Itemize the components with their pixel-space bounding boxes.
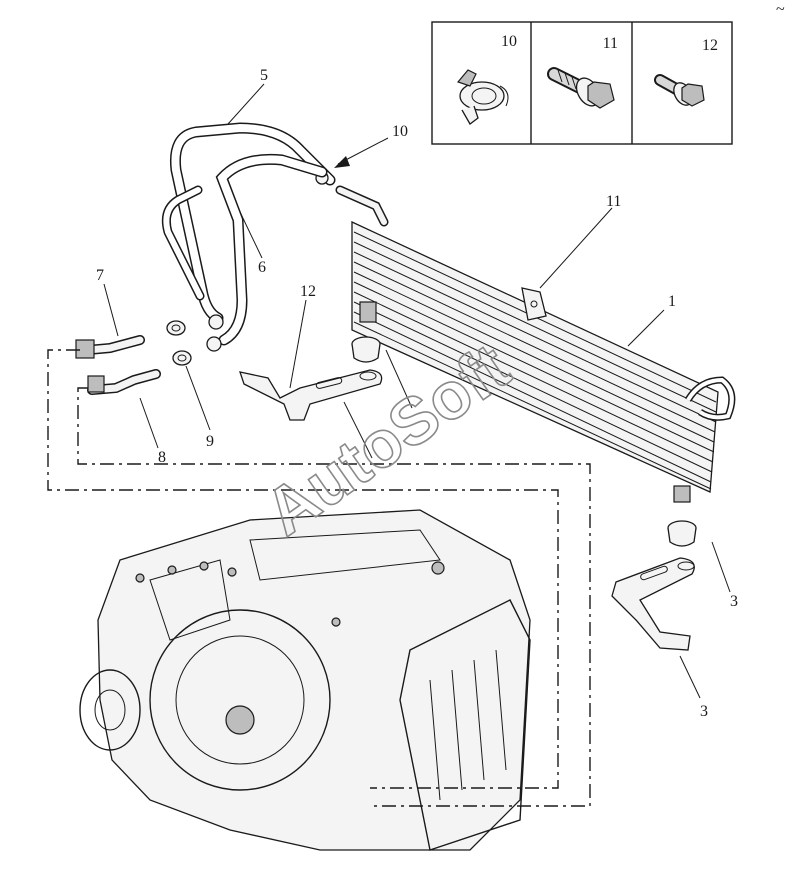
parts-inset-box: 10 11 12 bbox=[431, 21, 733, 145]
inset-label-11: 11 bbox=[603, 35, 618, 52]
callout-6: 6 bbox=[258, 259, 266, 276]
corner-mark: ~ bbox=[776, 1, 785, 18]
sealing-washers-9 bbox=[166, 320, 192, 366]
flange-bolt-icon bbox=[547, 67, 615, 109]
rubber-grommet-lower bbox=[667, 520, 697, 547]
callout-3b: 3 bbox=[700, 703, 708, 720]
callout-12: 12 bbox=[300, 283, 316, 300]
short-bolt-icon bbox=[654, 74, 705, 107]
oil-cooler bbox=[335, 185, 736, 503]
union-pipe-8 bbox=[87, 369, 161, 395]
callout-8: 8 bbox=[158, 449, 166, 466]
callout-5: 5 bbox=[260, 67, 268, 84]
union-pipe-7 bbox=[75, 335, 145, 359]
callout-10: 10 bbox=[392, 123, 408, 140]
mounting-bracket-upper bbox=[239, 369, 383, 421]
callout-1: 1 bbox=[668, 293, 676, 310]
hose-clamp-icon bbox=[456, 69, 509, 125]
mounting-bracket-lower bbox=[611, 557, 695, 651]
leader-lines bbox=[103, 83, 731, 699]
inset-label-10: 10 bbox=[501, 33, 517, 50]
routing-lines bbox=[47, 349, 591, 807]
callout-3a: 3 bbox=[730, 593, 738, 610]
transmission-housing bbox=[79, 509, 531, 851]
inset-label-12: 12 bbox=[702, 37, 718, 54]
callout-9: 9 bbox=[206, 433, 214, 450]
rubber-grommet-upper bbox=[351, 336, 381, 363]
callout-labels: 1 3 3 5 6 7 8 9 10 11 12 bbox=[96, 67, 738, 720]
callout-7: 7 bbox=[96, 267, 104, 284]
cooler-hose-lower bbox=[161, 153, 328, 352]
callout-11: 11 bbox=[606, 193, 621, 210]
